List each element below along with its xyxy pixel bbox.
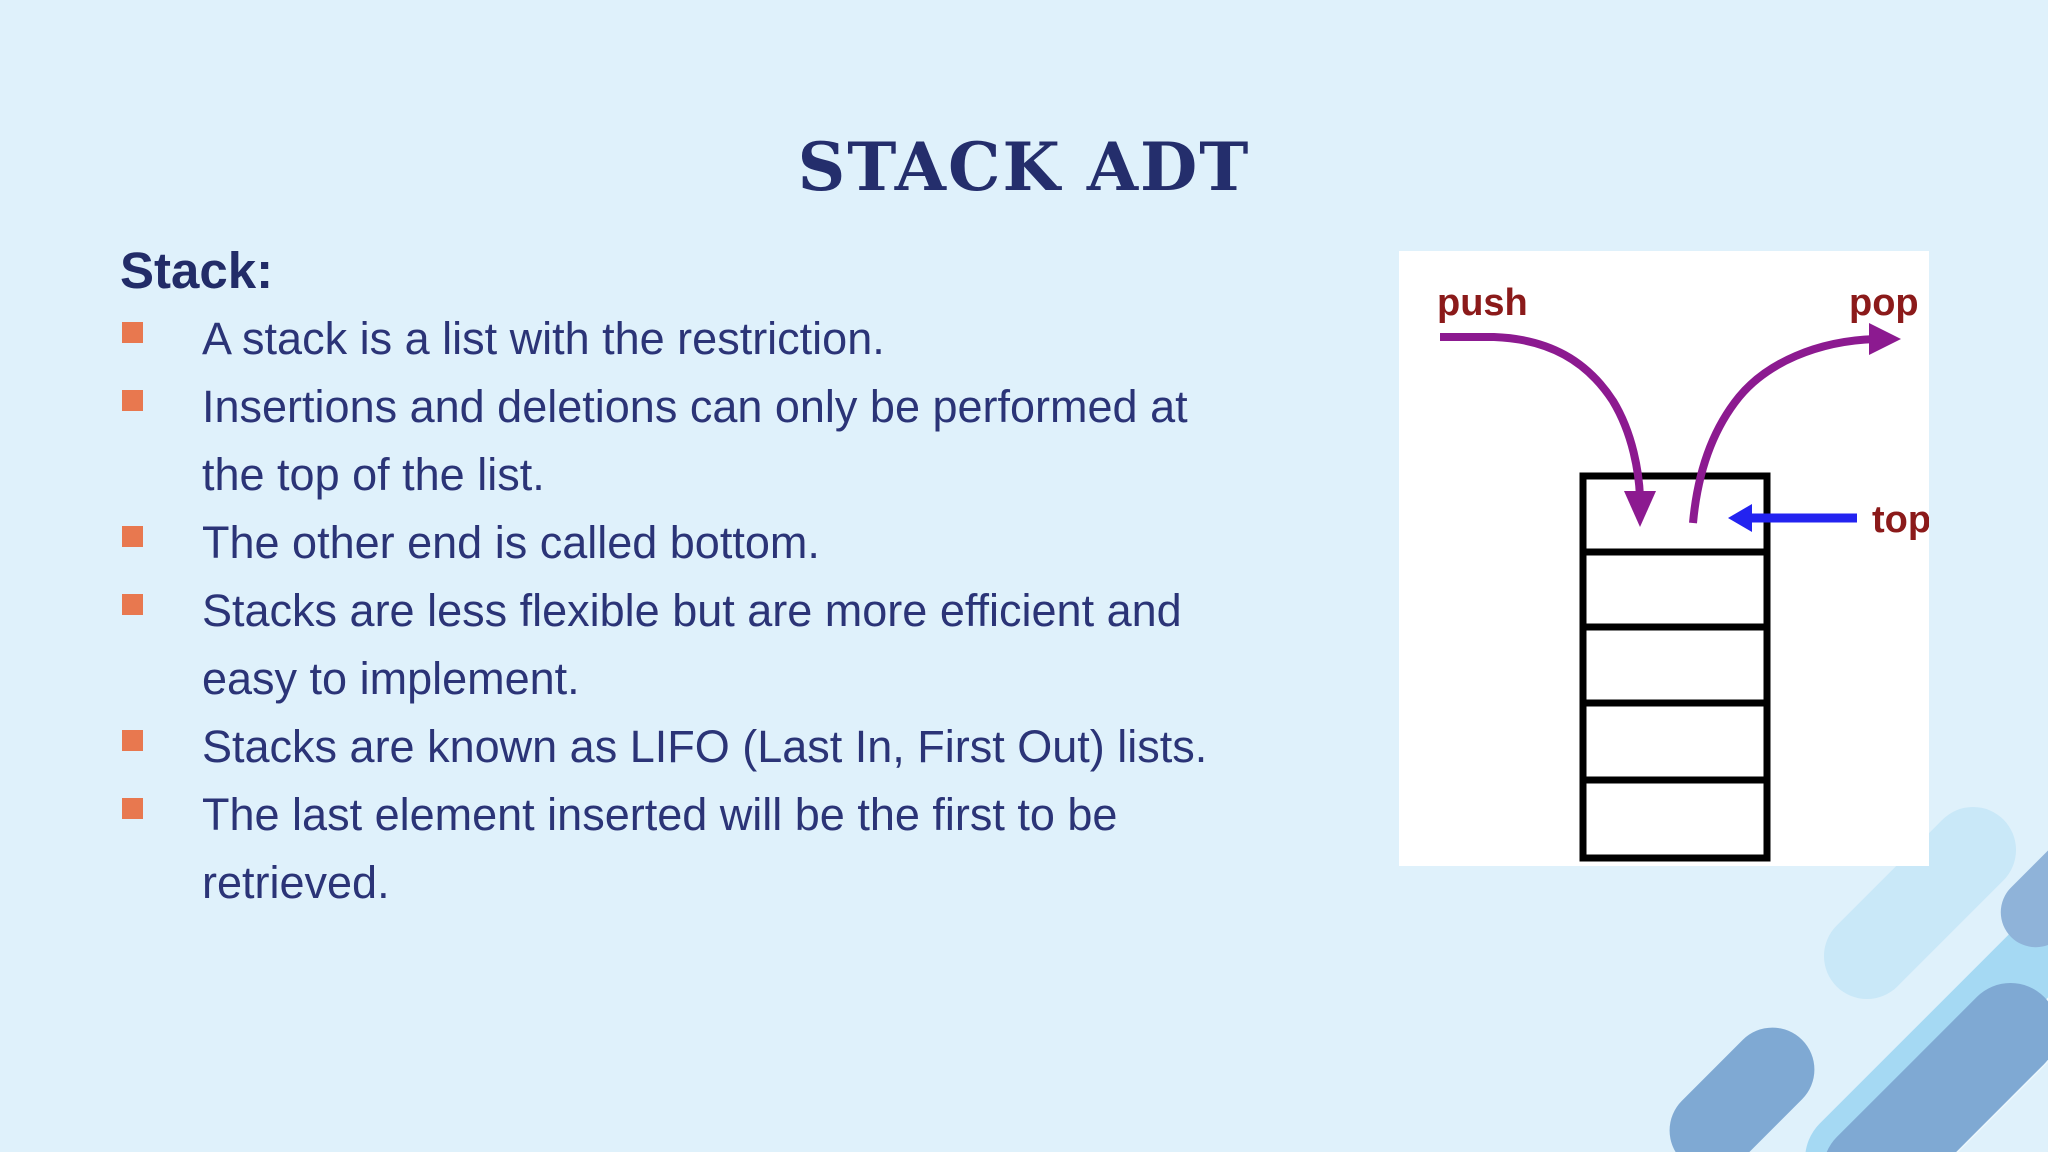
bullet-item: Stacks are known as LIFO (Last In, First… (120, 713, 1370, 781)
diagram-panel: push pop top (1399, 251, 1929, 866)
bullet-item: Stacks are less flexible but are more ef… (120, 577, 1370, 713)
push-arrowhead-icon (1624, 491, 1656, 527)
pop-arrowhead-icon (1869, 323, 1901, 355)
pop-arrow (1689, 335, 1876, 524)
bullet-item: Insertions and deletions can only be per… (120, 373, 1370, 509)
slide-title: STACK ADT (797, 128, 1251, 206)
top-label: top (1872, 499, 1929, 541)
push-arrow (1440, 333, 1644, 498)
bullet-item: The other end is called bottom. (120, 509, 1370, 577)
bullet-list: A stack is a list with the restriction.I… (120, 305, 1370, 917)
section-heading: Stack: (120, 242, 274, 299)
pop-label: pop (1849, 282, 1919, 324)
stack-diagram: push pop top (1437, 282, 1929, 862)
bullet-item: A stack is a list with the restriction. (120, 305, 1370, 373)
content-block: Stack: A stack is a list with the restri… (120, 237, 1370, 917)
stack-outline (1579, 472, 1771, 862)
decor-stripe-gray-stub (1652, 1010, 1832, 1152)
bullet-item: The last element inserted will be the fi… (120, 781, 1370, 917)
top-arrowhead-icon (1728, 504, 1752, 532)
push-label: push (1437, 282, 1528, 324)
